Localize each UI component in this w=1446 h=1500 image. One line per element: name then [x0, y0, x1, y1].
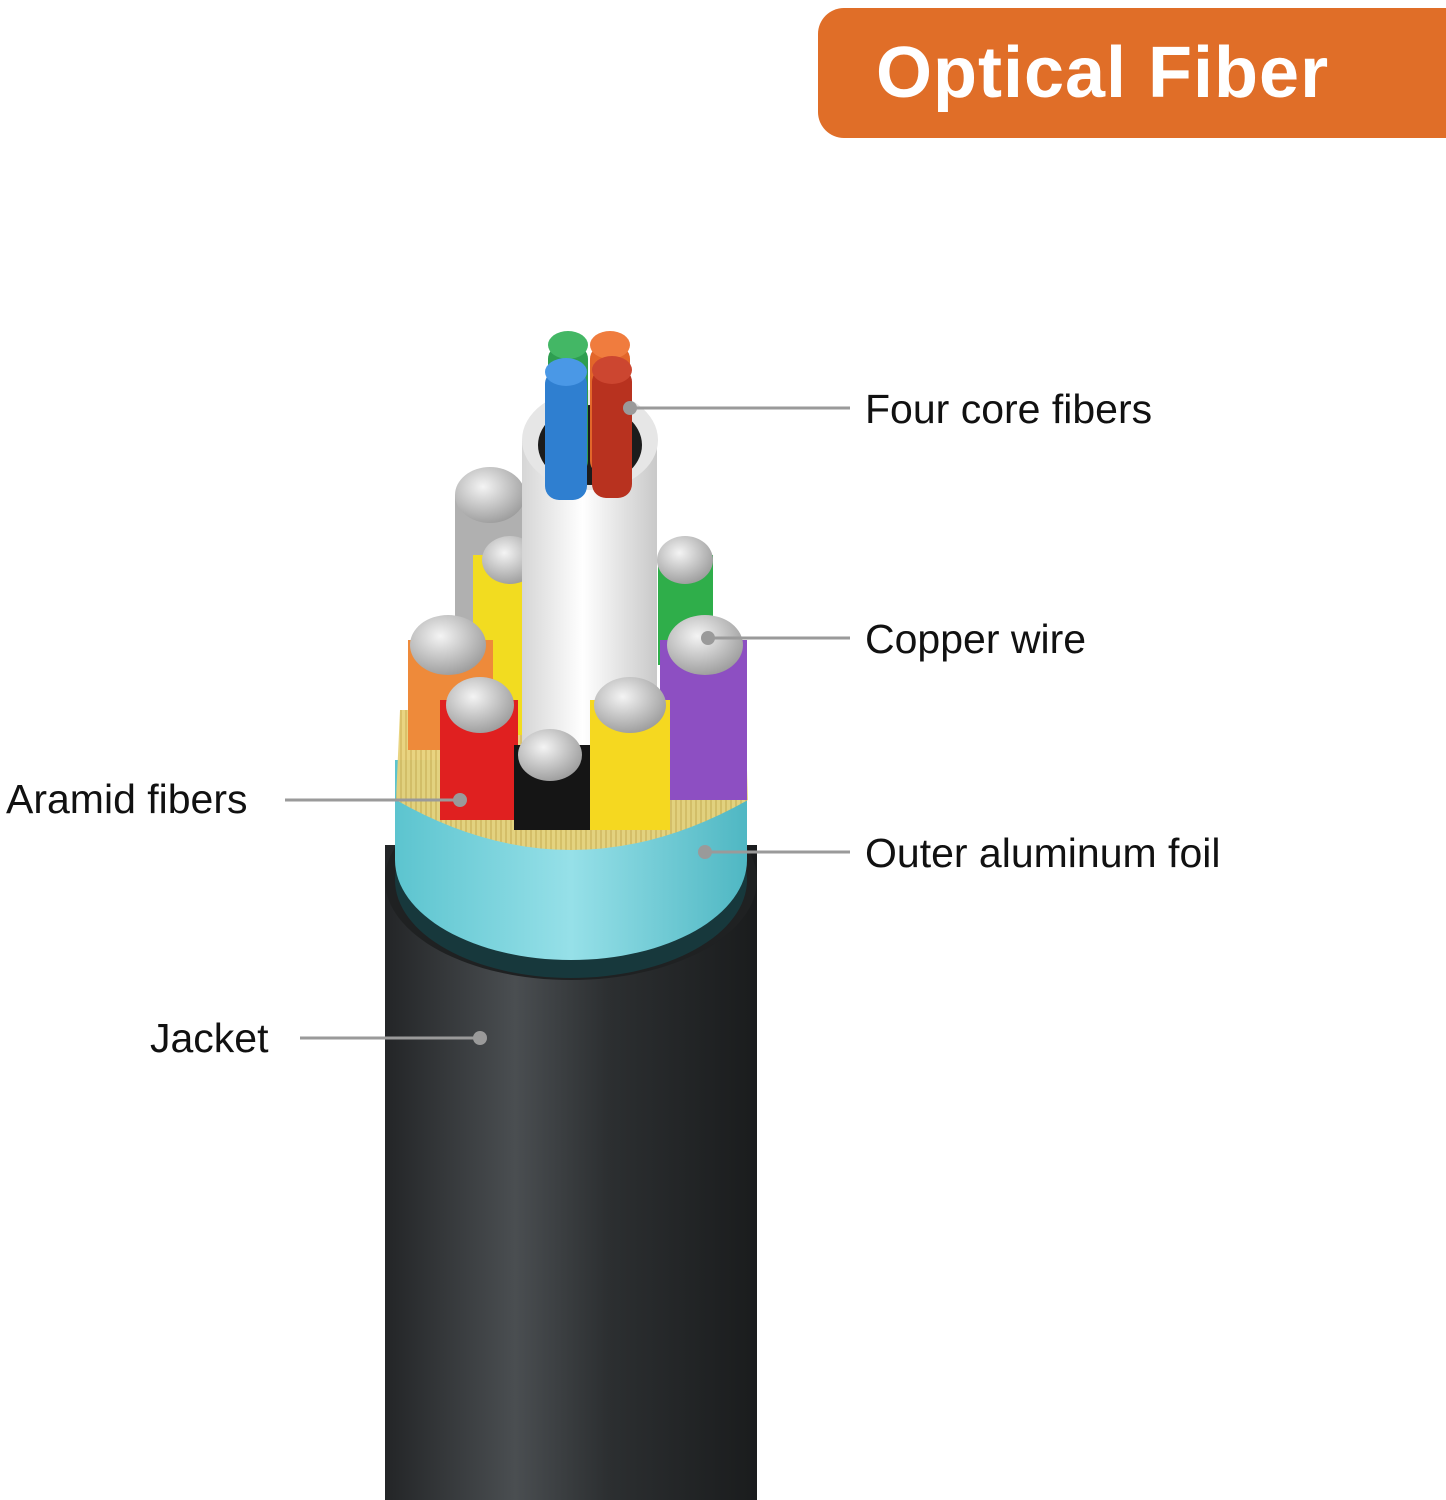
- wire-red: [440, 677, 518, 820]
- label-outer-aluminum-foil: Outer aluminum foil: [865, 830, 1221, 876]
- diagram-title: Optical Fiber: [876, 33, 1330, 113]
- core-fibers: [545, 331, 632, 500]
- label-four-core-fibers: Four core fibers: [865, 386, 1153, 432]
- title-banner: Optical Fiber: [818, 8, 1446, 138]
- wire-purple: [660, 615, 747, 800]
- label-aramid-fibers: Aramid fibers: [6, 776, 248, 822]
- wire-yellow-front: [590, 677, 670, 830]
- label-jacket: Jacket: [150, 1015, 269, 1061]
- leader-lines: [285, 401, 850, 1045]
- wire-black: [514, 729, 594, 830]
- label-copper-wire: Copper wire: [865, 616, 1087, 662]
